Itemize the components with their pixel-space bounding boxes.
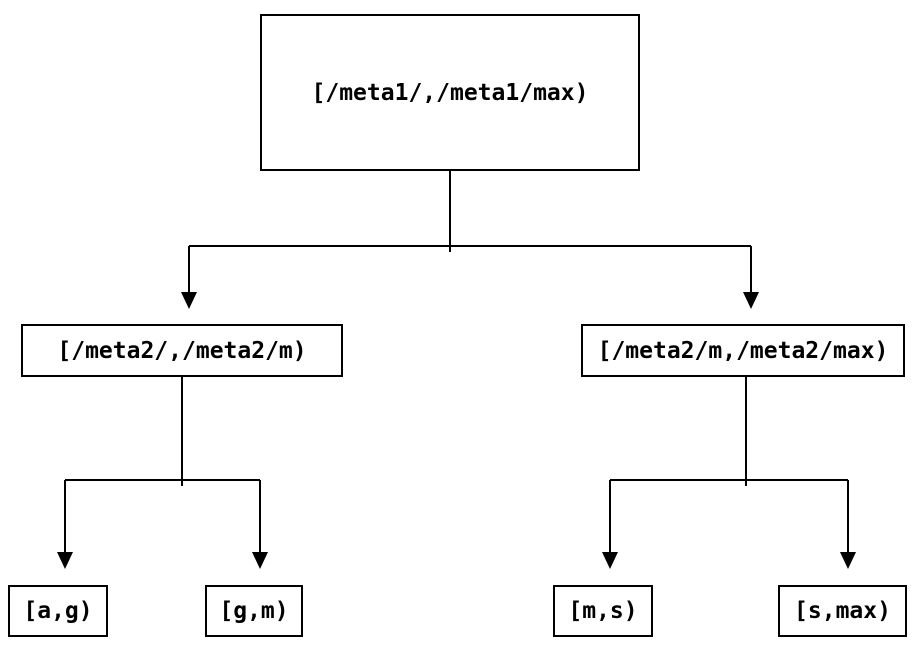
node-leaf-g-m: [g,m) bbox=[205, 585, 303, 637]
node-root-interval: [/meta1/,/meta1/max) bbox=[260, 14, 640, 171]
arrow-down-icon bbox=[181, 292, 197, 309]
node-left-child-interval: [/meta2/,/meta2/m) bbox=[21, 324, 343, 377]
arrow-down-icon bbox=[840, 552, 856, 569]
node-leaf-s-max: [s,max) bbox=[778, 585, 907, 637]
node-leaf-g-m-label: [g,m) bbox=[219, 598, 289, 624]
node-root-label: [/meta1/,/meta1/max) bbox=[311, 79, 589, 106]
node-leaf-a-g: [a,g) bbox=[8, 585, 108, 637]
node-leaf-a-g-label: [a,g) bbox=[23, 598, 93, 624]
arrow-down-icon bbox=[252, 552, 268, 569]
arrow-down-icon bbox=[602, 552, 618, 569]
arrow-down-icon bbox=[57, 552, 73, 569]
node-right-child-label: [/meta2/m,/meta2/max) bbox=[597, 337, 889, 364]
node-right-child-interval: [/meta2/m,/meta2/max) bbox=[581, 324, 905, 377]
node-leaf-s-max-label: [s,max) bbox=[794, 598, 891, 624]
arrow-down-icon bbox=[743, 292, 759, 309]
node-left-child-label: [/meta2/,/meta2/m) bbox=[57, 337, 307, 364]
node-leaf-m-s-label: [m,s) bbox=[568, 598, 638, 624]
node-leaf-m-s: [m,s) bbox=[553, 585, 653, 637]
